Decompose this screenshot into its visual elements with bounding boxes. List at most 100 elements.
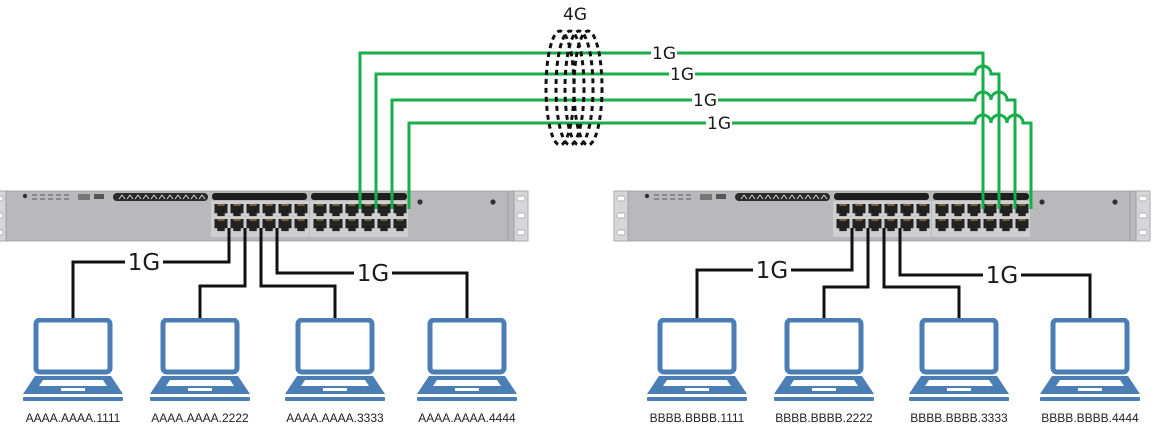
trunk-speed-label: 1G	[652, 44, 676, 64]
access-link[interactable]	[259, 228, 337, 320]
power-led	[22, 193, 28, 199]
label-bg	[354, 259, 392, 285]
hosts-b: BBBB.BBBB.1111 BBBB.BBBB.2222 BBBB.BBBB.33…	[647, 320, 1140, 425]
status-led	[654, 194, 659, 196]
access-link[interactable]	[822, 228, 870, 320]
switch-a[interactable]	[0, 190, 529, 242]
uplink-glyph	[118, 194, 126, 200]
host-mac-address: BBBB.BBBB.1111	[650, 411, 745, 425]
uplink-glyph	[182, 194, 190, 200]
uplink-glyph	[198, 194, 206, 200]
host-laptop[interactable]: AAAA.AAAA.2222	[150, 320, 250, 425]
rack-hole	[616, 229, 626, 236]
trunk-speed-label: 1G	[707, 114, 731, 134]
uplink-glyph	[166, 194, 174, 200]
uplink-glyph	[812, 194, 820, 200]
host-mac-address: BBBB.BBBB.2222	[775, 411, 873, 425]
console-port	[78, 194, 90, 200]
access-speed-label: 1G	[128, 250, 160, 276]
port-bank-header	[212, 193, 307, 200]
rack-hole	[1138, 229, 1148, 236]
host-mac-address: AAAA.AAAA.1111	[26, 411, 121, 425]
access-speed-label: 1G	[986, 263, 1018, 289]
host-mac-address: BBBB.BBBB.4444	[1041, 411, 1139, 425]
status-led	[56, 194, 61, 196]
access-speed-label: 1G	[756, 258, 788, 284]
port-bank-header	[933, 193, 1029, 200]
host-laptop[interactable]: AAAA.AAAA.4444	[417, 320, 517, 425]
host-mac-address: AAAA.AAAA.3333	[286, 411, 384, 425]
uplink-glyph	[190, 194, 198, 200]
host-laptop[interactable]: BBBB.BBBB.2222	[774, 320, 874, 425]
status-led	[670, 198, 675, 200]
status-led	[40, 198, 45, 200]
etherchannel-ring	[572, 29, 604, 147]
rack-hole	[516, 195, 526, 202]
uplink-glyph	[788, 194, 796, 200]
etherchannel-label: 4G	[563, 5, 587, 25]
etherchannel-ring	[554, 29, 586, 147]
status-led	[40, 194, 45, 196]
status-led	[48, 194, 53, 196]
host-laptop[interactable]: BBBB.BBBB.3333	[909, 320, 1009, 425]
laptop-icon	[774, 320, 874, 401]
status-led	[678, 198, 683, 200]
uplink-glyph	[134, 194, 142, 200]
trunk-speed-label: 1G	[693, 91, 717, 111]
port-bank-header	[834, 193, 929, 200]
laptop-icon	[417, 320, 517, 401]
uplink-glyph	[820, 194, 828, 200]
uplink-glyph	[764, 194, 772, 200]
uplink-glyph	[174, 194, 182, 200]
access-links-b: 1G 1G	[695, 228, 1092, 320]
trunk-link[interactable]	[374, 64, 1001, 209]
access-link[interactable]	[882, 228, 961, 320]
host-laptop[interactable]: AAAA.AAAA.1111	[23, 320, 123, 425]
usb-port	[716, 194, 726, 199]
trunk-link[interactable]	[407, 113, 1033, 209]
status-led	[662, 194, 667, 196]
rack-hole	[516, 229, 526, 236]
screw	[417, 199, 423, 205]
host-mac-address: AAAA.AAAA.2222	[151, 411, 249, 425]
rack-hole	[0, 212, 4, 219]
label-bg	[125, 248, 163, 274]
uplink-glyph	[772, 194, 780, 200]
label-bg	[753, 256, 791, 282]
host-laptop[interactable]: AAAA.AAAA.3333	[285, 320, 385, 425]
uplink-glyph	[780, 194, 788, 200]
uplink-glyph	[142, 194, 150, 200]
trunk-link[interactable]	[390, 90, 1017, 209]
access-speed-label: 1G	[357, 261, 389, 287]
label-bg	[651, 43, 677, 63]
status-led	[686, 194, 691, 196]
usb-port	[94, 194, 104, 199]
uplink-glyph	[150, 194, 158, 200]
label-bg	[706, 113, 732, 133]
laptop-icon	[150, 320, 250, 401]
uplink-glyph	[804, 194, 812, 200]
console-port	[700, 194, 712, 200]
uplink-glyph	[748, 194, 756, 200]
rack-hole	[616, 212, 626, 219]
etherchannel-ring	[563, 29, 595, 147]
host-laptop[interactable]: BBBB.BBBB.4444	[1040, 320, 1140, 425]
laptop-icon	[23, 320, 123, 401]
rack-hole	[616, 195, 626, 202]
switch-b[interactable]	[613, 190, 1151, 242]
uplink-glyph	[796, 194, 804, 200]
status-led	[662, 198, 667, 200]
access-link[interactable]	[198, 228, 247, 320]
status-led	[64, 198, 69, 200]
status-led	[670, 194, 675, 196]
status-led	[678, 194, 683, 196]
laptop-icon	[285, 320, 385, 401]
hosts-a: AAAA.AAAA.1111 AAAA.AAAA.2222 AAAA.AAAA.33…	[23, 320, 517, 425]
host-laptop[interactable]: BBBB.BBBB.1111	[647, 320, 747, 425]
etherchannel-bundle: 4G	[544, 5, 604, 147]
rack-hole	[516, 212, 526, 219]
screw	[490, 199, 496, 205]
screw	[1112, 199, 1118, 205]
rack-hole	[0, 195, 4, 202]
